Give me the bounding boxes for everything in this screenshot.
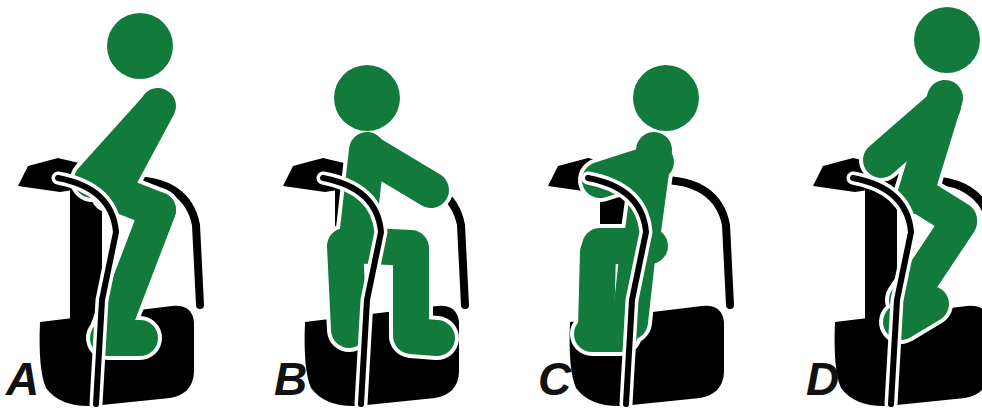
figure-head <box>633 65 699 131</box>
figure-body <box>345 150 437 338</box>
machine-rail <box>58 178 116 404</box>
panel <box>283 65 465 406</box>
panel <box>18 13 200 406</box>
figure-body <box>881 98 959 322</box>
machine-rail <box>853 178 911 404</box>
figure-head <box>334 65 400 131</box>
panel-letter: C <box>538 354 571 404</box>
panel <box>813 7 982 406</box>
panel-letter: B <box>274 354 307 404</box>
machine-rail <box>323 178 381 404</box>
panel-letter: D <box>806 354 839 404</box>
figure-outline <box>881 98 959 322</box>
figure-head <box>107 13 173 79</box>
figure-head <box>914 7 980 73</box>
panel <box>548 65 730 406</box>
figure-outline <box>345 150 437 338</box>
machine-rail <box>588 178 646 404</box>
panel-letter: A <box>6 354 39 404</box>
